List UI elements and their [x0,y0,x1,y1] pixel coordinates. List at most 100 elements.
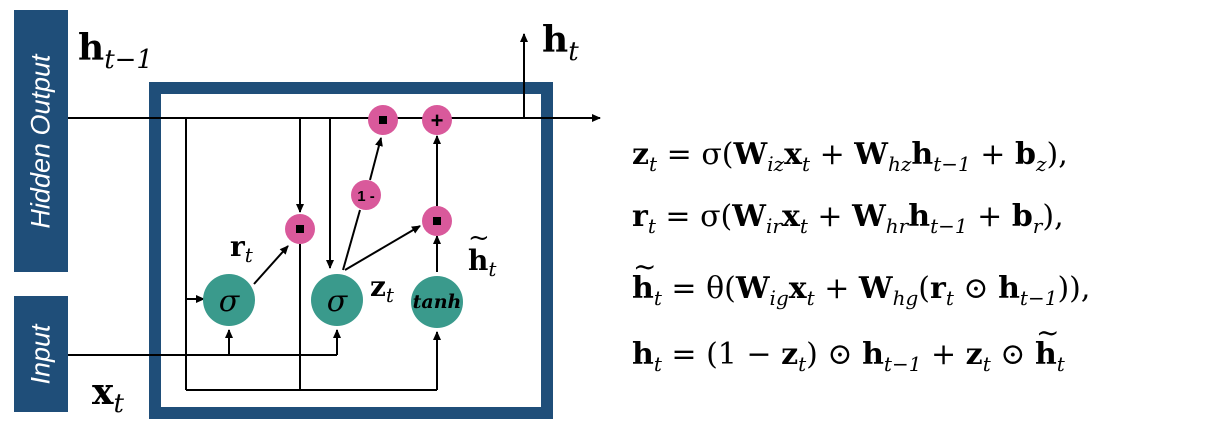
eq4-p4: h [862,337,884,372]
eq1-p5: + [810,137,855,172]
eq4-p6: + [921,337,966,372]
z-label: zt [370,270,395,307]
eq4-p11: t [1056,352,1065,376]
z-base: z [370,270,386,303]
eq3-p7: hg [892,286,919,310]
eq4-p1: z [781,337,799,372]
tanh-gate-label: tanh [413,291,462,313]
eq1-p13: ), [1046,137,1068,172]
equation-z: zt = σ(Wizxt + Whzht−1 + bz), [632,137,1068,176]
sigma-gate-reset [203,274,255,326]
sigma-gate-reset-label: σ [219,284,241,319]
eq1-lhs-sub: t [649,152,658,176]
eq3-p4: t [806,286,815,310]
tanh-gate [411,276,463,328]
eq3-p12: h [998,271,1020,306]
x-input-label: xt [92,371,124,419]
eq1-p4: t [802,152,811,176]
eq1-p10: + [970,137,1015,172]
eq4-lhs-sub: t [653,352,662,376]
htilde-tilde: ~ [468,223,490,253]
eq3-p3: x [788,271,807,306]
sigma2-to-1minus [342,209,361,271]
cell-box [149,82,553,419]
h-out-sub: t [568,37,579,67]
eq1-p11: b [1014,137,1036,172]
eq4-p9: ⊙ [990,337,1035,372]
eq2-p3: x [781,199,800,234]
eq2-p5: + [807,199,853,234]
eq2-p4: t [799,214,808,238]
r-sub: t [245,243,254,267]
sigma-gate-update-label: σ [327,284,349,319]
eq1-p8: h [911,137,934,172]
eq3-p5: + [814,271,859,306]
z-sub: t [386,283,395,307]
equation-h: ht = (1 − zt) ⊙ ht−1 + zt ⊙ ht [632,319,1065,376]
eq4-p10: h [1035,319,1059,370]
eq3-p8: ( [918,271,931,306]
h-prev-base: h [78,27,104,69]
htilde-label: ht [468,244,497,281]
eq3-p11: ⊙ [953,271,999,306]
eq4-p8: t [982,352,991,376]
reset-mult-dot [296,225,304,233]
hidden-output-label: Hidden Output [14,10,68,272]
eq1-lhs: z [632,137,650,172]
eq3-p1: W [735,271,770,306]
equation-r: rt = σ(Wirxt + Whrht−1 + br), [632,199,1064,238]
eq3-lhs: h [632,253,656,304]
eq1-p3: x [784,137,803,172]
eq4-p0: (1 − [706,337,782,372]
eq4-p2: t [798,352,807,376]
eq1-p7: hz [888,152,912,176]
eq2-lhs-sub: t [647,214,656,238]
eq2-p2: ir [765,214,782,238]
eq2-p13: ), [1042,199,1064,234]
sigma1-to-rmult [253,245,289,285]
one-minus-op [351,180,381,210]
eq1-p12: z [1035,152,1047,176]
h-out-base: h [542,19,568,61]
eq1-p0: σ( [701,137,734,172]
eq2-p8: h [908,199,931,234]
eq4-p7: z [965,337,983,372]
plus-label: + [431,108,444,133]
eq2-p1: W [732,199,766,234]
eq1-p9: t−1 [933,152,971,176]
eq3-p0: θ( [706,271,736,306]
one-minus-label: 1 - [357,188,375,205]
sigma-gate-update [311,274,363,326]
eq2-p9: t−1 [930,214,968,238]
h-prev-label: ht−1 [78,27,153,75]
eq4-p5: t−1 [883,352,922,376]
candidate-mult-dot [433,217,441,225]
eq4-lhs: h [632,337,654,372]
eq3-p6: W [858,271,893,306]
h-prev-sub: t−1 [104,45,153,75]
plus-op [422,105,452,135]
eq1-p1: W [733,137,768,172]
x-base: x [92,371,114,413]
eq2-p7: hr [885,214,909,238]
top-mult-dot [379,116,387,124]
eq2-p12: r [1032,214,1043,238]
h-out-label: ht [542,19,579,67]
eq3-p9: r [930,271,946,306]
eq3-lhs-sub: t [653,286,662,310]
eq2-p6: W [852,199,886,234]
eq3-p14: )), [1057,271,1091,306]
x-sub: t [113,389,124,419]
eq1-p2: iz [767,152,785,176]
eq2-p0: σ( [700,199,733,234]
1minus-to-mult [369,137,383,181]
sigma2-to-hmult [344,225,421,271]
eq2-lhs: r [632,199,648,234]
gru-diagram: σ σ tanh 1 - + ht−1 ht xt rt zt ~ ht [68,19,601,419]
eq1-p6: W [854,137,888,172]
eq2-p11: b [1011,199,1033,234]
htilde-sub: t [488,257,497,281]
r-label: rt [230,230,254,267]
eq2-p10: + [967,199,1012,234]
input-label: Input [14,296,68,412]
